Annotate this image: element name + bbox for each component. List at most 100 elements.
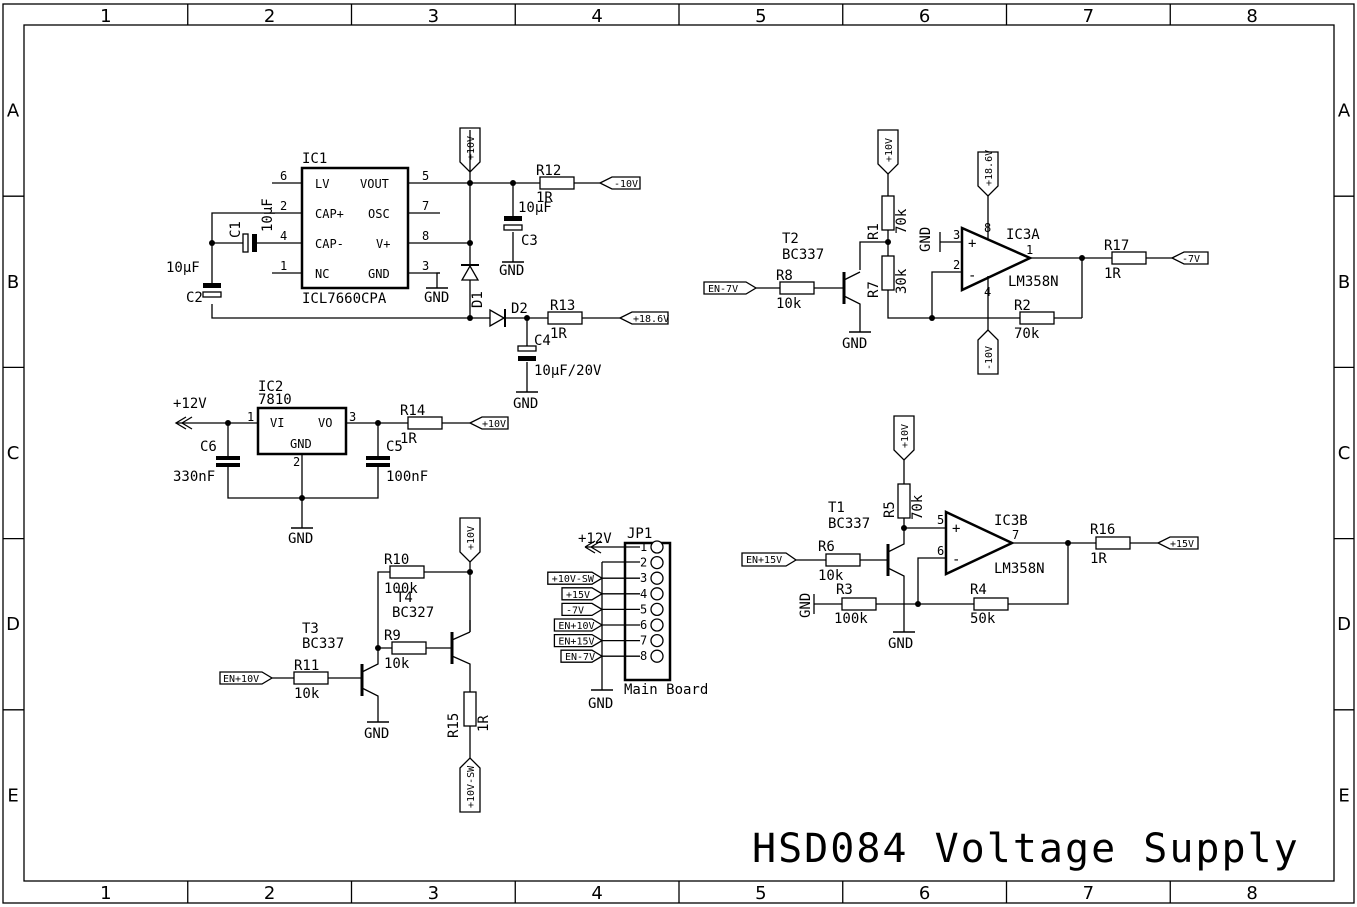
ic3a-pin2: 2 [953,258,960,272]
ic3a-pin4: 4 [984,285,991,299]
c5-name: C5 [386,439,403,455]
flag-p18v6-ic3a: +18.6V [984,150,995,186]
jp1-pin-number: 1 [640,540,647,554]
ic2-vo: VO [318,416,332,430]
frame-col-label-bottom: 6 [919,883,930,904]
ic1-gnd-text: GND [424,290,449,306]
frame-row-label-right: C [1338,443,1351,464]
flag-p10v-ic2: +10V [482,419,506,430]
ic1-pin5: 5 [422,169,429,183]
r12-value: 1R [536,190,553,206]
jp1-pin-number: 7 [640,634,647,648]
frame-col-label-top: 2 [264,6,275,27]
jp1-pin-number: 5 [640,602,647,616]
c1-capacitor: C1 10µF [228,198,276,253]
ic2-vi: VI [270,416,284,430]
ic3a-gnd-text: GND [918,227,934,252]
ic1-osc-label: OSC [368,207,390,221]
jp1-pin-circle [650,540,664,554]
r2-name: R2 [1014,298,1031,314]
frame-col-label-bottom: 2 [264,883,275,904]
ic1-capm-label: CAP- [315,237,344,251]
sheet-title: HSD084 Voltage Supply [752,826,1300,872]
frame-col-label-top: 4 [591,6,602,27]
ic3a-pin8: 8 [984,221,991,235]
r15-value: 1R [476,715,492,732]
r1-value: 70k [894,208,910,234]
flag-p10v-ic1: +10V [466,136,477,160]
frame-col-label-top: 6 [919,6,930,27]
ic1-pin2: 2 [280,199,287,213]
r4-name: R4 [970,582,987,598]
t2-name: T2 [782,231,799,247]
r15-name: R15 [446,713,462,738]
r9-value: 10k [384,656,410,672]
frame-row-label-right: A [1338,101,1351,122]
d2-diode: D2 [470,301,620,328]
c5-value: 100nF [386,469,428,485]
ic2-gnd: GND [290,437,312,451]
t2-part: BC337 [782,247,824,263]
c4-name: C4 [534,333,551,349]
r16-value: 1R [1090,551,1107,567]
frame-col-label-top: 7 [1083,6,1094,27]
ic3b-pin7: 7 [1012,528,1019,542]
ic3a-pin3: 3 [953,228,960,242]
jp1-label: Main Board [624,682,708,698]
t2-gnd-text: GND [842,336,867,352]
ic2-name: IC2 [258,379,283,395]
jp1-net-flag: +15V [566,590,590,601]
ic1-part: ICL7660CPA [302,291,387,307]
flag-en15: EN+15V [746,555,782,566]
frame-row-label-right: B [1338,272,1350,293]
t1-gnd-text: GND [888,636,913,652]
c1-value: 10µF [260,198,276,232]
r11-name: R11 [294,658,319,674]
r7-value: 30k [894,268,910,294]
frame-col-label-bottom: 7 [1083,883,1094,904]
jp1-pin-circle [650,555,664,570]
c6-name: C6 [200,439,217,455]
r17-value: 1R [1104,266,1121,282]
frame-col-label-top: 8 [1246,6,1257,27]
frame-row-label-left: A [7,101,20,122]
ic3b-section: +10V R5 70k T1 BC337 R6 10k GND EN+15V G… [741,415,1199,652]
t1-name: T1 [828,500,845,516]
svg-text:-: - [968,268,976,284]
svg-text:+: + [952,521,960,537]
r14-name: R14 [400,403,425,419]
t4-name: T4 [396,590,413,606]
flag-m10v-ic1: -10V [614,179,638,190]
frame-col-label-bottom: 5 [755,883,766,904]
jp1-net-flag: EN+15V [558,637,594,648]
d1-diode: D1 [460,264,486,308]
ic1-pin1: 1 [280,259,287,273]
r10-value: 100k [384,581,418,597]
svg-text:-: - [952,552,960,568]
ic3b-pin6: 6 [937,544,944,558]
c2-capacitor: 10µF C2 [166,260,222,306]
r6-name: R6 [818,539,835,555]
c3-name: C3 [521,233,538,249]
switch-t3-t4: +10V R10 100k R9 10k T4 BC327 R15 1R +10… [219,517,492,813]
frame-col-label-top: 1 [100,6,111,27]
r17-name: R17 [1104,238,1129,254]
r14-value: 1R [400,431,417,447]
flag-m7v: -7V [1182,254,1200,265]
c2-name: C2 [186,290,203,306]
frame-col-label-top: 3 [428,6,439,27]
ic1-pin4: 4 [280,229,287,243]
ic2-pin1: 1 [247,410,254,424]
flag-m10v-ic3a: -10V [984,346,995,370]
ic2-part: 7810 [258,392,292,408]
r8-value: 10k [776,296,802,312]
ic1-pin8: 8 [422,229,429,243]
c3-gnd-text: GND [499,263,524,279]
flag-en7: EN-7V [708,284,738,295]
flag-p10v-sw: +10V [466,526,477,550]
jp1-pin-circle [650,602,664,617]
r7-name: R7 [866,281,882,298]
